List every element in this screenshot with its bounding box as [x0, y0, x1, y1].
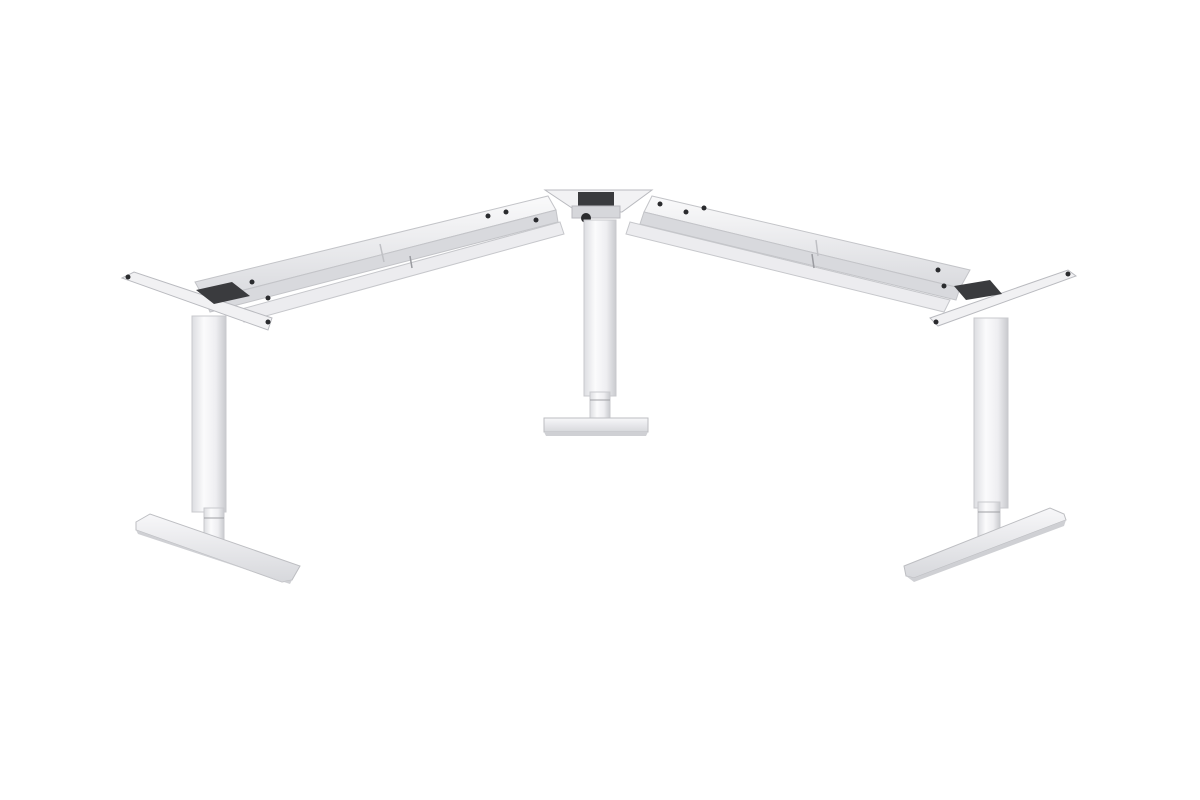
right-crossbar	[625, 195, 971, 313]
middle-leg	[543, 219, 649, 436]
left-leg	[135, 315, 301, 584]
left-top-bracket	[120, 271, 273, 331]
left-crossbar	[194, 195, 565, 323]
right-top-bracket	[929, 269, 1078, 327]
corner-bracket	[543, 189, 654, 223]
right-leg	[903, 317, 1067, 582]
